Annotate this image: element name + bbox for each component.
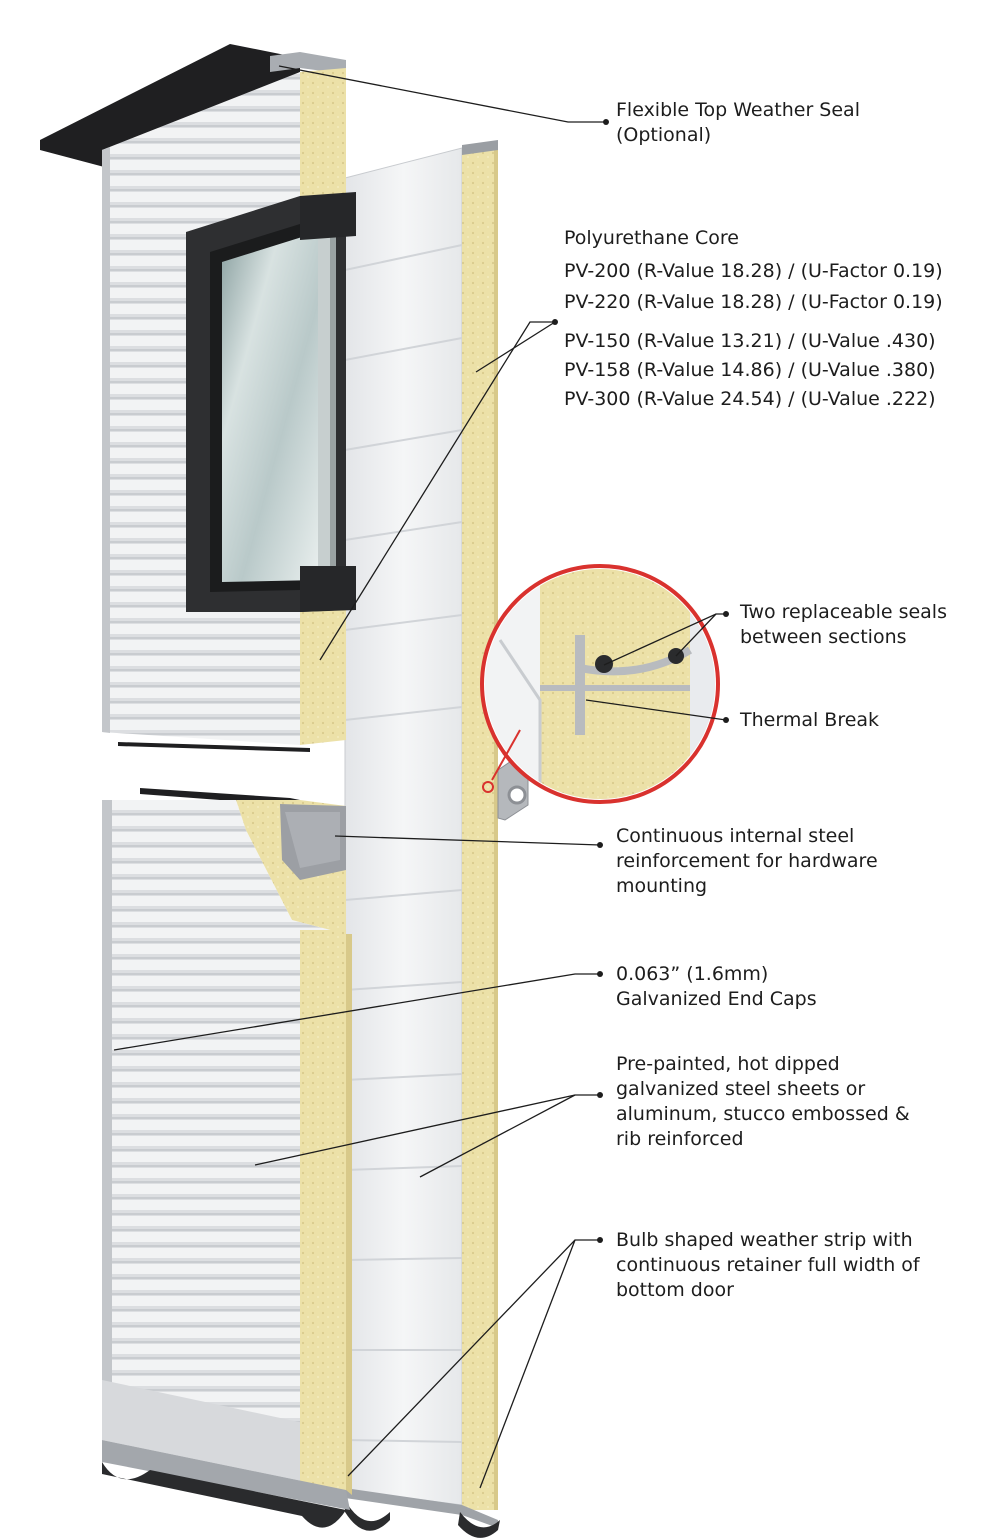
rear-section (344, 140, 529, 1538)
sheets-line-2: galvanized steel sheets or (616, 1078, 866, 1100)
leader-lines (113, 65, 727, 1489)
steel-line-3: mounting (616, 875, 708, 897)
upper-section (40, 44, 356, 752)
seals-line-1: Two replaceable seals (740, 601, 947, 623)
seal-detail-inset (480, 564, 720, 804)
endcaps-line-2: Galvanized End Caps (616, 988, 817, 1010)
core-pv158: PV-158 (R-Value 14.86) / (U-Value .380) (564, 359, 936, 381)
top-seal-line-2: (Optional) (616, 124, 712, 146)
core-label: Polyurethane Core PV-200 (R-Value 18.28)… (564, 226, 943, 412)
core-pv300: PV-300 (R-Value 24.54) / (U-Value .222) (564, 388, 936, 410)
steel-line-1: Continuous internal steel (616, 825, 855, 847)
lower-section (102, 788, 352, 1528)
sheets-line-3: aluminum, stucco embossed & (616, 1103, 910, 1125)
core-pv200: PV-200 (R-Value 18.28) / (U-Factor 0.19) (564, 260, 943, 282)
top-seal-line-1: Flexible Top Weather Seal (616, 99, 860, 121)
steel-sheets-label: Pre-painted, hot dipped galvanized steel… (616, 1052, 910, 1152)
leader-dots (552, 119, 729, 1243)
thermal-break-text: Thermal Break (740, 709, 880, 731)
weather-line-3: bottom door (616, 1279, 734, 1301)
sheets-line-1: Pre-painted, hot dipped (616, 1053, 840, 1075)
core-pv150: PV-150 (R-Value 13.21) / (U-Value .430) (564, 330, 936, 352)
core-title: Polyurethane Core (564, 227, 739, 249)
steel-line-2: reinforcement for hardware (616, 850, 878, 872)
end-caps-label: 0.063” (1.6mm) Galvanized End Caps (616, 962, 817, 1012)
weather-strip-label: Bulb shaped weather strip with continuou… (616, 1228, 920, 1303)
seals-line-2: between sections (740, 626, 907, 648)
seals-label: Two replaceable seals between sections (740, 600, 947, 650)
top-seal-label: Flexible Top Weather Seal (Optional) (616, 98, 860, 148)
weather-line-2: continuous retainer full width of (616, 1254, 920, 1276)
thermal-break-label: Thermal Break (740, 708, 879, 733)
sheets-line-4: rib reinforced (616, 1128, 744, 1150)
core-pv220: PV-220 (R-Value 18.28) / (U-Factor 0.19) (564, 291, 943, 313)
endcaps-line-1: 0.063” (1.6mm) (616, 963, 769, 985)
weather-line-1: Bulb shaped weather strip with (616, 1229, 913, 1251)
steel-reinforcement-label: Continuous internal steel reinforcement … (616, 824, 878, 899)
